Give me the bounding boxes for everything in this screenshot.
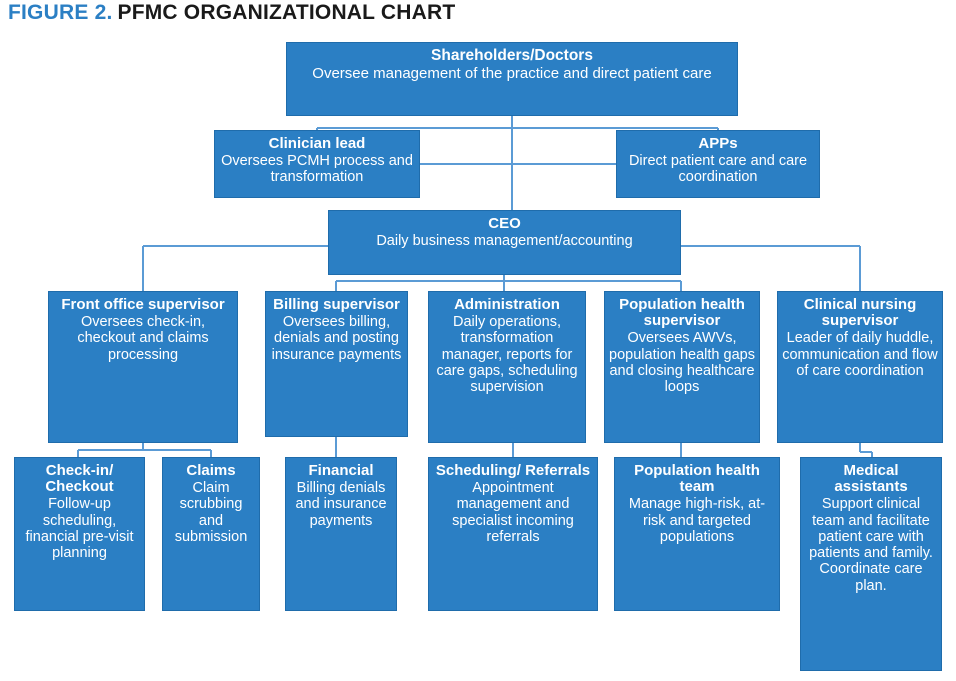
figure-title-text: PFMC ORGANIZATIONAL CHART — [117, 1, 456, 24]
node-front-office-supervisor[interactable]: Front office supervisor Oversees check-i… — [48, 291, 238, 443]
node-title: Clinical nursing supervisor — [803, 296, 917, 330]
node-clinician-lead[interactable]: Clinician lead Oversees PCMH process and… — [214, 130, 420, 198]
node-clinical-nursing-supervisor[interactable]: Clinical nursing supervisor Leader of da… — [777, 291, 943, 443]
node-claims[interactable]: Claims Claim scrubbing and submission — [162, 457, 260, 611]
node-description: Billing denials and insurance payments — [295, 480, 387, 529]
node-title: Front office supervisor — [61, 296, 225, 313]
node-description: Oversee management of the practice and d… — [312, 64, 712, 82]
node-medical-assistants[interactable]: Medical assistants Support clinical team… — [800, 457, 942, 671]
node-description: Daily operations, transformation manager… — [436, 314, 578, 396]
node-scheduling-referrals[interactable]: Scheduling/ Referrals Appointment manage… — [428, 457, 598, 611]
node-population-health-supervisor[interactable]: Population health supervisor Oversees AW… — [604, 291, 760, 443]
node-description: Claim scrubbing and submission — [174, 480, 248, 545]
node-description: Follow-up scheduling, financial pre-visi… — [25, 496, 134, 562]
node-ceo[interactable]: CEO Daily business management/accounting — [328, 210, 681, 275]
node-apps[interactable]: APPs Direct patient care and care coordi… — [616, 130, 820, 198]
node-description: Oversees check-in, checkout and claims p… — [77, 314, 209, 363]
node-shareholders-doctors[interactable]: Shareholders/Doctors Oversee management … — [286, 42, 738, 116]
node-financial[interactable]: Financial Billing denials and insurance … — [285, 457, 397, 611]
node-population-health-team[interactable]: Population health team Manage high-risk,… — [614, 457, 780, 611]
node-title: Financial — [308, 462, 374, 479]
node-title: APPs — [698, 135, 738, 152]
figure-title: FIGURE 2.PFMC ORGANIZATIONAL CHART — [8, 0, 908, 28]
node-description: Daily business management/accounting — [376, 233, 633, 250]
node-description: Direct patient care and care coordinatio… — [628, 153, 808, 186]
node-title: Clinician lead — [268, 135, 366, 152]
node-title: Check-in/ Checkout — [45, 462, 114, 496]
node-description: Oversees billing, denials and posting in… — [271, 314, 402, 363]
figure-number: FIGURE 2. — [8, 1, 113, 24]
node-title: CEO — [488, 215, 521, 232]
node-description: Oversees PCMH process and transformation — [221, 153, 413, 186]
node-description: Support clinical team and facilitate pat… — [809, 496, 933, 594]
node-title: Claims — [186, 462, 236, 479]
node-description: Appointment management and specialist in… — [452, 480, 574, 545]
node-title: Shareholders/Doctors — [431, 47, 593, 64]
node-administration[interactable]: Administration Daily operations, transfo… — [428, 291, 586, 443]
node-title: Population health team — [634, 462, 760, 496]
node-title: Administration — [454, 296, 560, 313]
node-description: Leader of daily huddle, communication an… — [782, 330, 938, 379]
node-description: Manage high-risk, at-risk and targeted p… — [628, 496, 766, 545]
node-billing-supervisor[interactable]: Billing supervisor Oversees billing, den… — [265, 291, 408, 437]
node-description: Oversees AWVs, population health gaps an… — [609, 330, 755, 396]
node-check-in-checkout[interactable]: Check-in/ Checkout Follow-up scheduling,… — [14, 457, 145, 611]
node-title: Scheduling/ Referrals — [435, 462, 591, 479]
node-title: Medical assistants — [834, 462, 908, 496]
node-title: Population health supervisor — [619, 296, 745, 330]
node-title: Billing supervisor — [273, 296, 400, 313]
